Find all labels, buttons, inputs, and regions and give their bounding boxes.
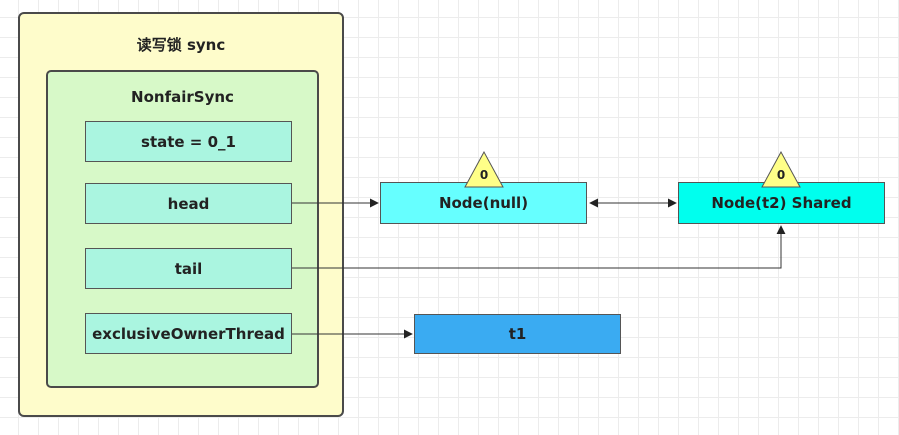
thread-t1: t1	[414, 314, 621, 354]
tail-field: tail	[85, 248, 292, 289]
exclusive-owner-thread-field: exclusiveOwnerThread	[85, 313, 292, 354]
node-null-badge: 0	[480, 168, 488, 182]
nonfairsync-title: NonfairSync	[131, 88, 234, 106]
sync-title: 读写锁 sync	[136, 36, 226, 54]
node-t2-shared: Node(t2) Shared	[678, 182, 885, 224]
node-t2-badge: 0	[777, 168, 785, 182]
node-null: Node(null)	[380, 182, 587, 224]
state-field: state = 0_1	[85, 121, 292, 162]
head-field: head	[85, 183, 292, 224]
tail-arrow	[292, 225, 786, 269]
